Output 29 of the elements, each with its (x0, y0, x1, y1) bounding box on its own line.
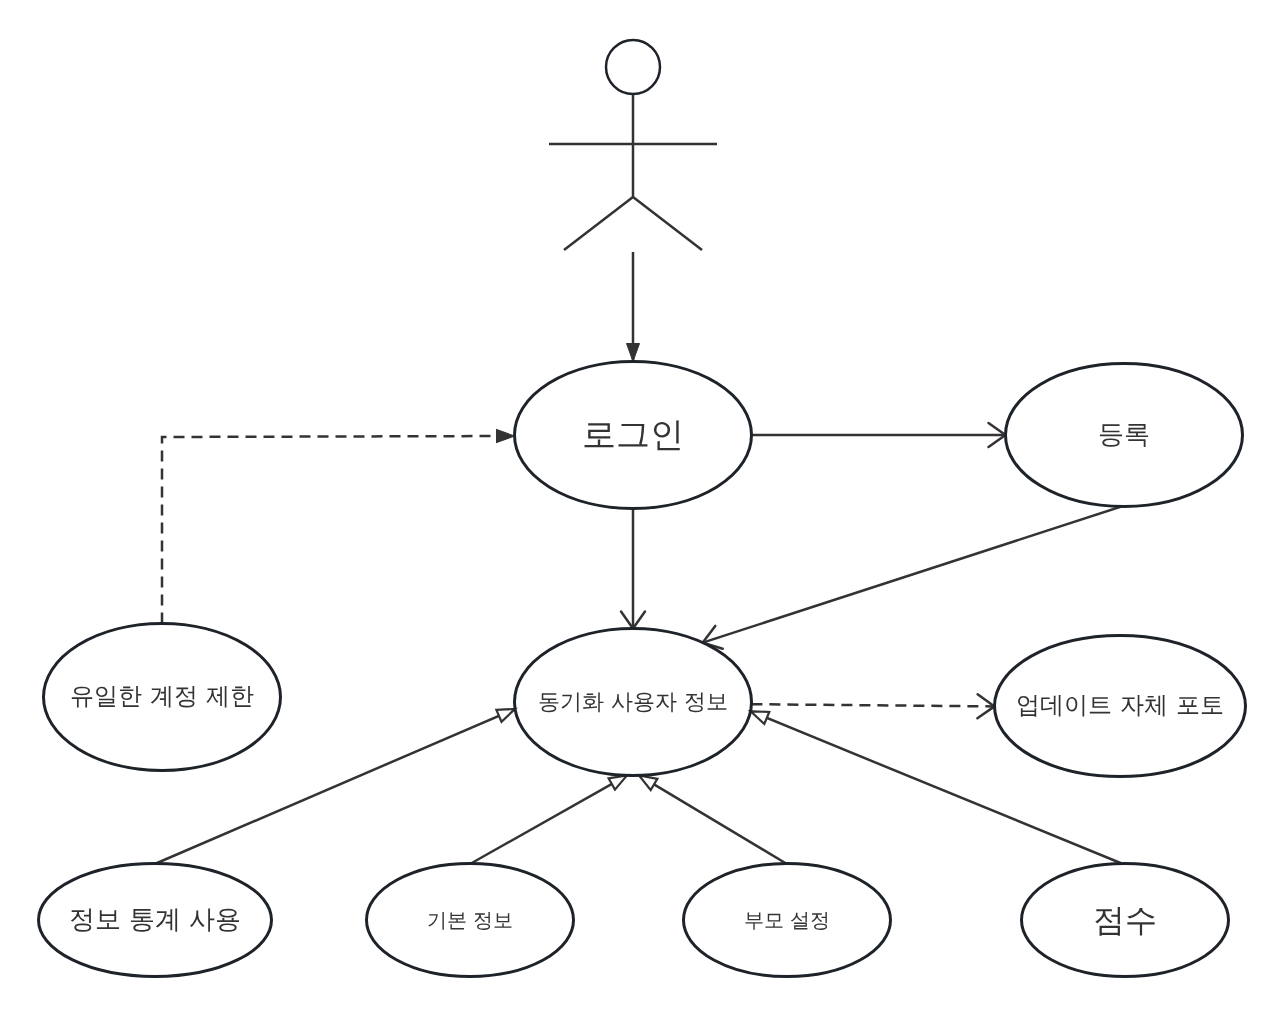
use-case-label: 등록 (1098, 420, 1150, 450)
arrow (749, 710, 1123, 865)
use-case-ellipse (993, 634, 1247, 778)
use-case-ellipse (1004, 362, 1244, 508)
use-case-label: 업데이트 자체 포토 (1016, 692, 1224, 720)
use-case-ellipse (513, 360, 753, 510)
use-case-label: 기본 정보 (426, 908, 514, 932)
use-case-label: 정보 통계 사용 (68, 905, 242, 935)
use-case-ellipse (1020, 862, 1230, 978)
arrow (637, 774, 787, 865)
actor-figure (549, 38, 717, 252)
arrow (701, 505, 1122, 650)
use-case-label: 유일한 계정 제한 (70, 683, 254, 711)
use-case-ellipse (513, 627, 753, 777)
arrow (160, 429, 515, 624)
use-case-label: 동기화 사용자 정보 (538, 689, 728, 715)
arrow (155, 707, 517, 865)
use-case-ellipse (42, 622, 282, 772)
arrow (626, 252, 640, 362)
use-case-ellipse (37, 862, 273, 978)
use-case-label: 점수 (1093, 901, 1157, 939)
arrow (751, 421, 1007, 449)
arrow (751, 693, 996, 720)
use-case-ellipse (682, 862, 892, 978)
arrow (470, 774, 629, 865)
use-case-ellipse (365, 862, 575, 978)
arrow (619, 508, 647, 630)
use-case-label: 로그인 (582, 415, 684, 455)
use-case-label: 부모 설정 (743, 908, 831, 932)
